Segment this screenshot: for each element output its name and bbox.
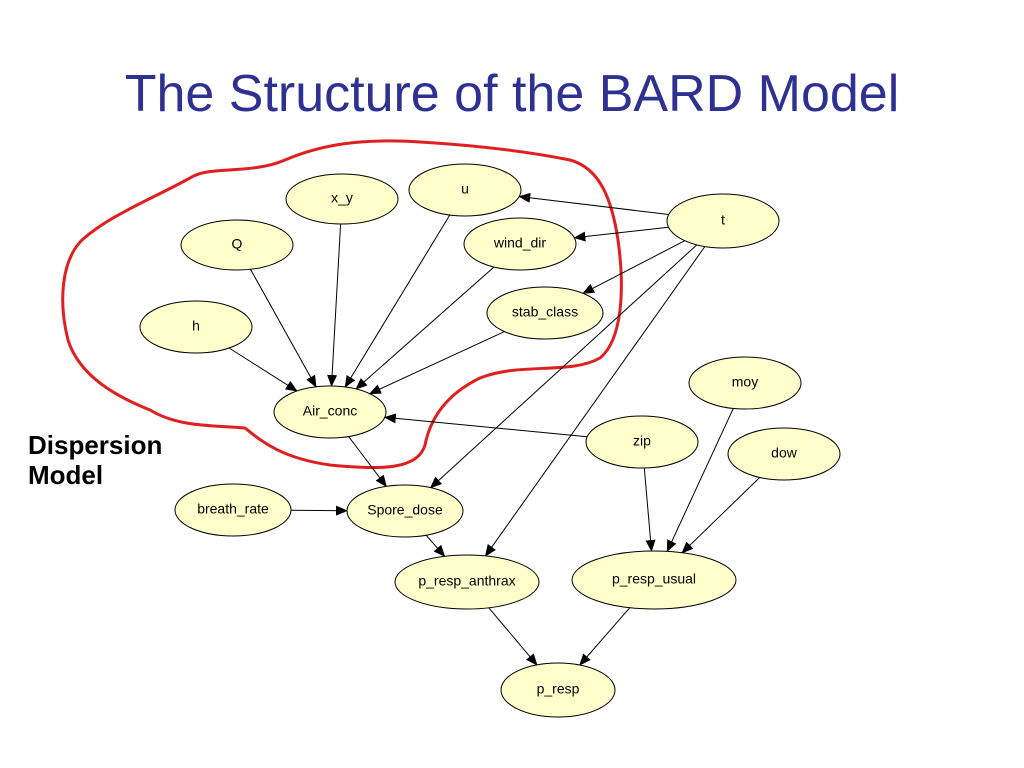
node-ellipse-breath_rate <box>174 483 292 537</box>
edges-layer <box>228 192 761 666</box>
node-ellipse-Spore_dose <box>346 484 464 538</box>
node-label-zip: zip <box>633 433 651 449</box>
node-p_resp_anthrax[interactable]: p_resp_anthrax <box>394 554 540 610</box>
node-ellipse-t <box>666 193 780 249</box>
node-label-t: t <box>721 212 725 228</box>
node-label-Q: Q <box>232 236 243 252</box>
node-ellipse-stab_class <box>486 286 604 340</box>
node-stab_class[interactable]: stab_class <box>486 286 604 340</box>
node-zip[interactable]: zip <box>585 415 699 469</box>
edge-x_y-to-Air_conc <box>327 223 342 387</box>
node-ellipse-x_y <box>285 173 399 225</box>
node-t[interactable]: t <box>666 193 780 249</box>
node-u[interactable]: u <box>408 163 522 217</box>
edge-dow-to-p_resp_usual <box>681 477 761 554</box>
dispersion-model-label: Dispersion Model <box>28 430 162 490</box>
edge-Air_conc-to-Spore_dose <box>348 436 387 488</box>
node-label-moy: moy <box>732 374 758 390</box>
edge-wind_dir-to-Air_conc <box>355 266 495 390</box>
edge-stab_class-to-Air_conc <box>368 331 505 395</box>
node-ellipse-p_resp <box>500 662 616 718</box>
edge-t-to-wind_dir <box>573 226 669 242</box>
edge-t-to-stab_class <box>582 240 686 294</box>
node-Q[interactable]: Q <box>180 219 294 271</box>
edge-h-to-Air_conc <box>228 347 298 392</box>
node-label-breath_rate: breath_rate <box>197 501 269 517</box>
node-dow[interactable]: dow <box>727 427 841 481</box>
edge-moy-to-p_resp_usual <box>666 408 734 553</box>
node-label-p_resp_anthrax: p_resp_anthrax <box>418 573 515 589</box>
node-breath_rate[interactable]: breath_rate <box>174 483 292 537</box>
node-Air_conc[interactable]: Air_conc <box>273 385 387 439</box>
slide-title: The Structure of the BARD Model <box>124 65 900 123</box>
node-label-p_resp_usual: p_resp_usual <box>612 571 696 587</box>
node-ellipse-p_resp_usual <box>571 550 737 610</box>
node-label-x_y: x_y <box>331 190 353 206</box>
node-label-Air_conc: Air_conc <box>303 403 357 419</box>
node-wind_dir[interactable]: wind_dir <box>463 217 577 271</box>
node-ellipse-h <box>139 300 253 354</box>
edge-t-to-p_resp_anthrax <box>484 246 706 557</box>
label-line-2: Model <box>28 460 104 490</box>
node-x_y[interactable]: x_y <box>285 173 399 225</box>
node-Spore_dose[interactable]: Spore_dose <box>346 484 464 538</box>
edge-Q-to-Air_conc <box>250 269 317 388</box>
node-h[interactable]: h <box>139 300 253 354</box>
node-label-u: u <box>461 181 469 197</box>
edge-p_resp_usual-to-p_resp <box>579 607 631 666</box>
edge-t-to-Spore_dose <box>429 244 698 489</box>
node-ellipse-zip <box>585 415 699 469</box>
edge-t-to-u <box>518 192 669 215</box>
node-label-p_resp: p_resp <box>537 681 580 697</box>
node-ellipse-Air_conc <box>273 385 387 439</box>
node-label-wind_dir: wind_dir <box>493 235 546 251</box>
edge-zip-to-p_resp_usual <box>643 467 656 552</box>
node-p_resp_usual[interactable]: p_resp_usual <box>571 550 737 610</box>
edge-p_resp_anthrax-to-p_resp <box>488 607 538 666</box>
node-p_resp[interactable]: p_resp <box>500 662 616 718</box>
node-label-h: h <box>192 318 200 334</box>
node-label-stab_class: stab_class <box>512 304 578 320</box>
node-ellipse-moy <box>688 356 802 410</box>
node-ellipse-u <box>408 163 522 217</box>
node-label-dow: dow <box>771 445 798 461</box>
edge-Spore_dose-to-p_resp_anthrax <box>425 534 446 558</box>
node-ellipse-Q <box>180 219 294 271</box>
node-ellipse-p_resp_anthrax <box>394 554 540 610</box>
node-label-Spore_dose: Spore_dose <box>367 502 443 518</box>
label-line-1: Dispersion <box>28 430 163 460</box>
node-moy[interactable]: moy <box>688 356 802 410</box>
node-ellipse-dow <box>727 427 841 481</box>
edge-zip-to-Air_conc <box>383 413 588 438</box>
node-ellipse-wind_dir <box>463 217 577 271</box>
dispersion-model-boundary <box>61 139 623 470</box>
edge-u-to-Air_conc <box>344 214 451 388</box>
